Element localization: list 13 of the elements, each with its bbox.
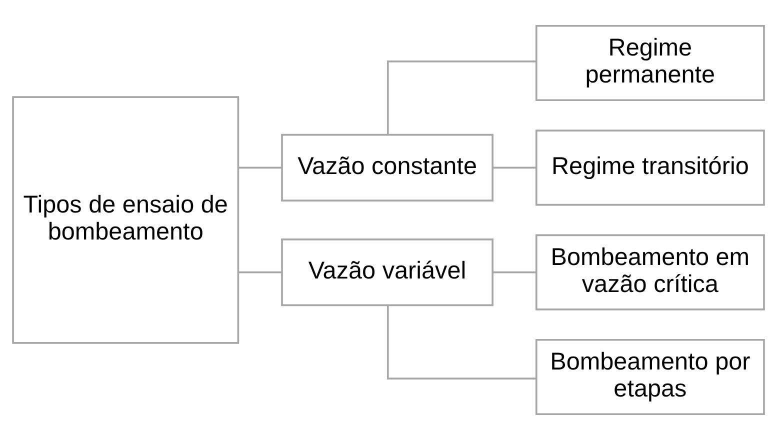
connector	[386, 60, 536, 134]
connector	[492, 166, 536, 168]
node-box: Regime transitório	[535, 129, 765, 206]
connector	[492, 270, 536, 273]
connector	[238, 270, 282, 273]
node-box: Regime permanente	[535, 24, 765, 101]
node-box: Bombeamento em vazão crítica	[535, 234, 765, 310]
node-box: Vazão variável	[281, 238, 494, 306]
node-box: Tipos de ensaio de bombeamento	[12, 96, 240, 344]
node-box: Bombeamento por etapas	[535, 338, 765, 415]
node-box: Vazão constante	[281, 133, 494, 201]
connector	[238, 166, 282, 168]
connector	[386, 304, 536, 379]
